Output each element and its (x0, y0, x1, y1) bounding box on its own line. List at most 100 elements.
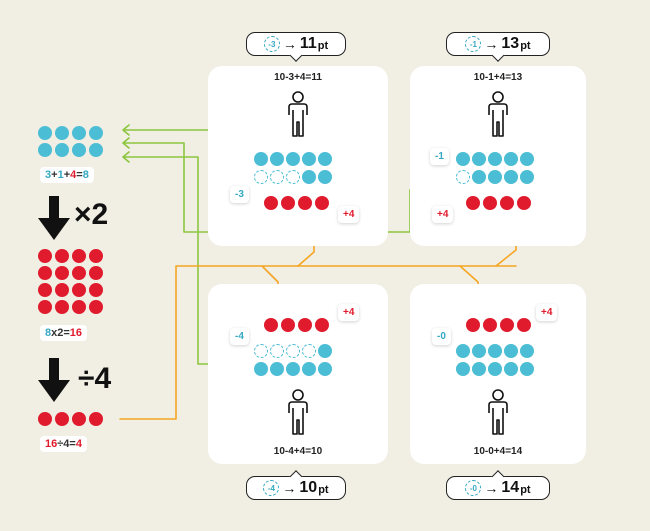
person-icon (488, 389, 508, 435)
left-red-dot-grid (38, 249, 103, 314)
dot (520, 344, 534, 358)
dot (483, 318, 497, 332)
score-value: 14 (501, 479, 520, 496)
person-icon (288, 389, 308, 435)
person-icon (488, 91, 508, 137)
minus-tag: -3 (230, 186, 249, 203)
empty-dot (302, 344, 316, 358)
dot (72, 300, 86, 314)
dot (302, 152, 316, 166)
orange-connector-main (119, 265, 517, 420)
change-badge: -1 (465, 36, 482, 52)
down-arrow-icon (38, 196, 70, 240)
dot (38, 283, 52, 297)
score-unit: pt (520, 484, 531, 496)
red-dot-row (466, 196, 531, 210)
down-arrow-icon (38, 358, 70, 402)
product-op: x2= (51, 327, 70, 339)
dot (264, 318, 278, 332)
left-red-dot-row (38, 412, 103, 426)
minus-tag: -1 (430, 148, 449, 165)
dot (472, 152, 486, 166)
dot (264, 196, 278, 210)
dot (270, 152, 284, 166)
dot (315, 318, 329, 332)
sum-op: = (76, 169, 83, 181)
empty-dot (286, 170, 300, 184)
dot (500, 196, 514, 210)
dot (38, 143, 52, 157)
change-badge: -4 (263, 480, 280, 496)
dot (38, 412, 52, 426)
sum-op: + (51, 169, 58, 181)
dot (72, 249, 86, 263)
empty-dot (286, 344, 300, 358)
dot (89, 249, 103, 263)
divide-label: ÷4 (78, 362, 112, 395)
dot (504, 152, 518, 166)
dot (520, 170, 534, 184)
plus-tag: +4 (338, 304, 360, 321)
dot (55, 300, 69, 314)
blue-dot-row (254, 152, 332, 166)
green-arrowhead-2 (122, 137, 130, 149)
minus-tag: -0 (432, 328, 451, 345)
dot (504, 362, 518, 376)
sum-term: 4 (70, 169, 77, 181)
dot (254, 152, 268, 166)
plus-tag: +4 (432, 206, 454, 223)
dot (520, 362, 534, 376)
green-arrowhead-1 (122, 124, 130, 136)
product-term: 8 (45, 327, 52, 339)
score-value: 10 (299, 479, 318, 496)
sum-label: 3+1+4=8 (40, 167, 94, 183)
dot (318, 170, 332, 184)
score-unit: pt (520, 40, 531, 52)
empty-dot (254, 170, 268, 184)
dot (488, 170, 502, 184)
sum-result: 8 (82, 169, 89, 181)
multiply-label: ×2 (74, 198, 109, 231)
red-dot-row (264, 196, 329, 210)
dot (302, 362, 316, 376)
red-dot-row (264, 318, 329, 332)
panel-equation: 10-0+4=14 (473, 446, 523, 457)
dot (55, 249, 69, 263)
dot (89, 283, 103, 297)
dot (72, 126, 86, 140)
dot (318, 344, 332, 358)
panel-top-left: 10-3+4=11 -3 +4 (208, 66, 388, 246)
green-arrowhead-3 (122, 151, 130, 163)
panel-equation: 10-4+4=10 (273, 446, 323, 457)
plus-tag: +4 (338, 206, 360, 223)
blue-dot-row-removed (456, 170, 534, 184)
dot (72, 143, 86, 157)
panel-equation: 10-1+4=13 (473, 72, 523, 83)
panel-bottom-right: +4 -0 10-0+4=14 (410, 284, 586, 464)
minus-tag: -4 (230, 328, 249, 345)
dot (472, 170, 486, 184)
dot (488, 344, 502, 358)
dot (456, 362, 470, 376)
dot (315, 196, 329, 210)
dot (488, 362, 502, 376)
blue-dot-row-removed (254, 344, 332, 358)
empty-dot (456, 170, 470, 184)
arrow-right-icon: → (282, 480, 297, 496)
dot (270, 362, 284, 376)
sum-op: + (63, 169, 71, 181)
empty-dot (270, 344, 284, 358)
dot (72, 283, 86, 297)
dot (55, 412, 69, 426)
quotient-term: 16 (45, 438, 58, 450)
change-badge: -0 (465, 480, 482, 496)
panel-equation: 10-3+4=11 (274, 72, 322, 83)
dot (318, 152, 332, 166)
dot (298, 196, 312, 210)
change-badge: -3 (263, 36, 280, 52)
sum-term: 1 (57, 169, 64, 181)
